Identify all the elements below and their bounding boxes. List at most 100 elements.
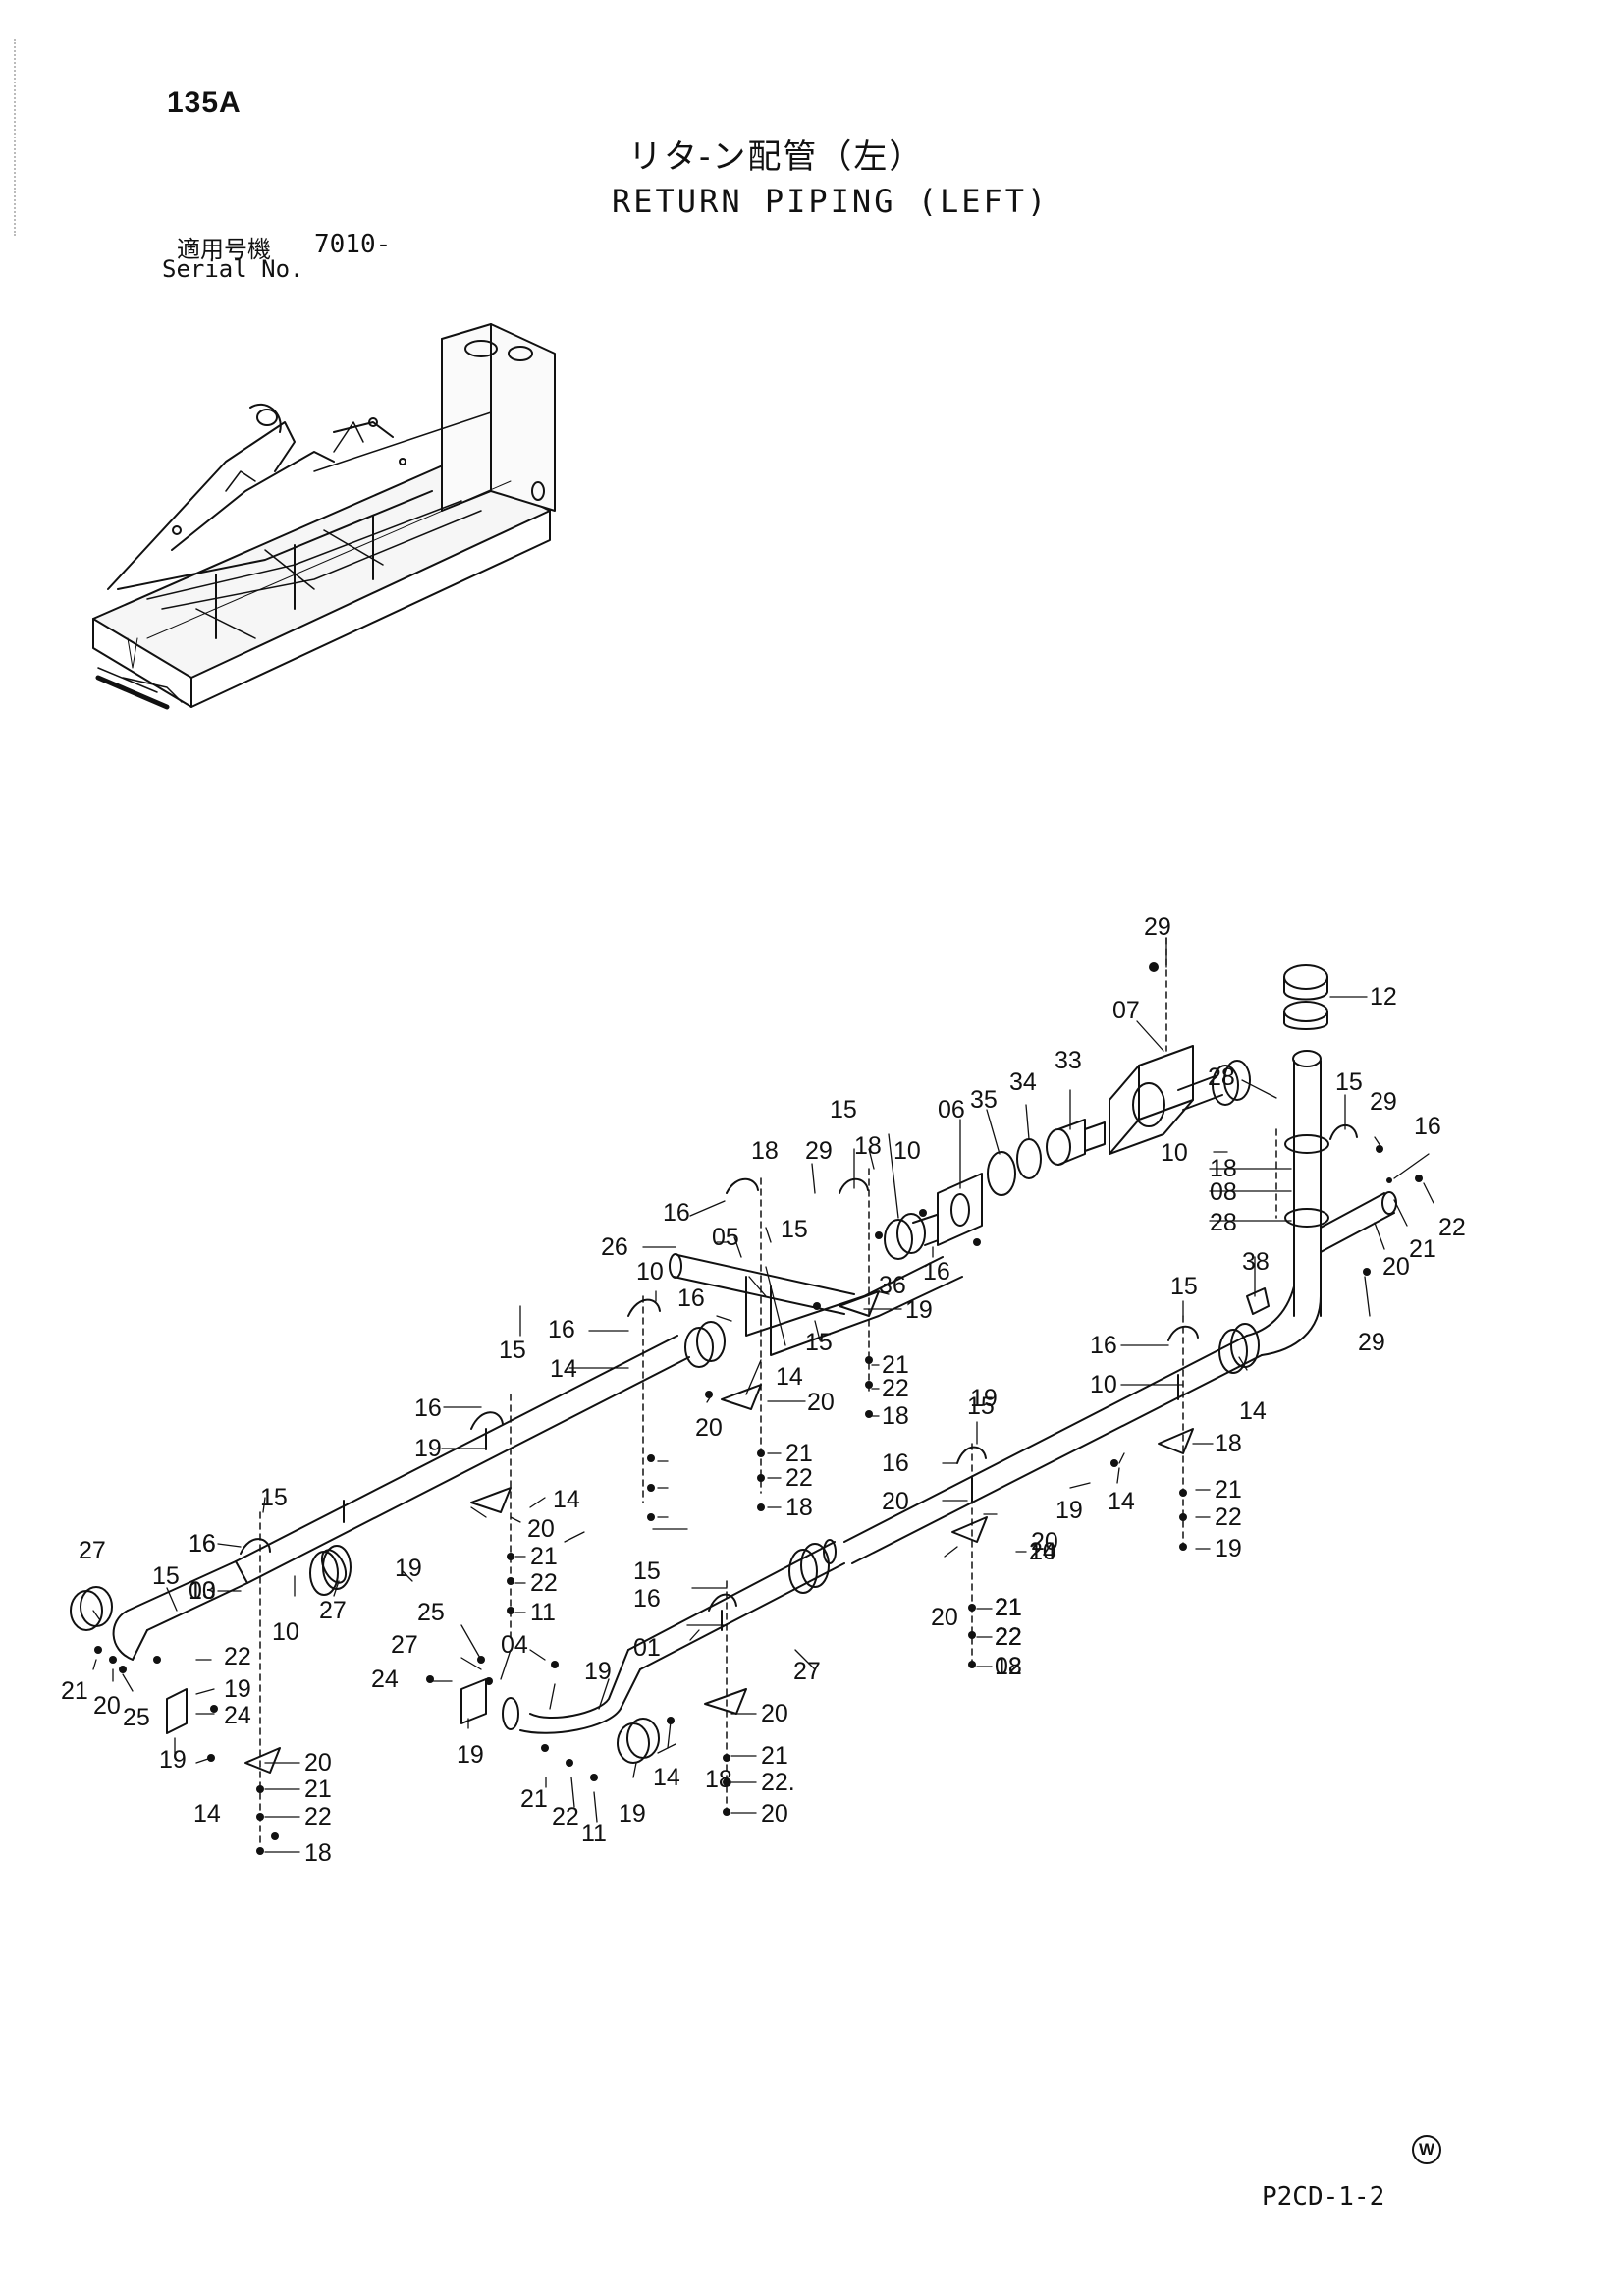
callout-16: 05 xyxy=(712,1224,739,1251)
callout-21: 22 xyxy=(304,1803,332,1831)
callout-19: 18 xyxy=(705,1766,732,1793)
callout-27: 04 xyxy=(501,1631,528,1659)
callout-20: 20 xyxy=(1382,1253,1410,1281)
callout-15: 15 xyxy=(1335,1068,1363,1096)
document-code: P2CD-1-2 xyxy=(1262,2182,1385,2212)
frame-thumbnail xyxy=(92,323,556,710)
callout-27: 15 xyxy=(152,1562,180,1590)
callout-05: 26 xyxy=(601,1233,628,1261)
callout-22: 20 xyxy=(761,1800,788,1828)
callout-18: 18 xyxy=(751,1137,779,1165)
callout-21: 22 xyxy=(552,1803,579,1831)
callout-18: 18 xyxy=(854,1132,882,1160)
callout-19: 24 xyxy=(224,1702,251,1729)
callout-02: 19 xyxy=(395,1555,422,1582)
callout-29: 29 xyxy=(1358,1329,1385,1356)
callout-15: 16 xyxy=(414,1394,442,1422)
callout-19: 20 xyxy=(1031,1528,1058,1556)
callout-21: 22 xyxy=(882,1375,909,1402)
callout-20: 25 xyxy=(123,1704,150,1731)
callout-25: 19 xyxy=(224,1675,251,1703)
callout-21: 22 xyxy=(785,1464,813,1492)
callout-22: 11 xyxy=(530,1599,556,1626)
page-title-english: RETURN PIPING (LEFT) xyxy=(612,183,1050,220)
callout-14: 19 xyxy=(905,1296,933,1324)
callout-21: 22 xyxy=(1215,1503,1242,1531)
callout-18: 15 xyxy=(1170,1273,1198,1300)
callout-22: 18 xyxy=(785,1494,813,1521)
callout-20: 21 xyxy=(304,1776,332,1803)
callout-16: 14 xyxy=(550,1355,577,1383)
callout-15: 16 xyxy=(1090,1332,1117,1359)
callout-35: 35 xyxy=(970,1086,998,1114)
callout-19: 14 xyxy=(1108,1488,1135,1515)
callout-18: 19 xyxy=(970,1385,998,1412)
callout-28: 28 xyxy=(1208,1064,1235,1091)
callout-19: 14 xyxy=(1029,1538,1056,1565)
page-title-japanese: リタ-ン配管（左） xyxy=(628,138,925,176)
callout-34: 34 xyxy=(1009,1068,1037,1096)
callout-16: 14 xyxy=(776,1363,803,1391)
callout-19: 15 xyxy=(805,1329,833,1356)
callout-27: 22 xyxy=(224,1643,251,1670)
callout-12: 12 xyxy=(1370,983,1397,1011)
callout-29: 29 xyxy=(1370,1088,1397,1116)
callout-16: 03 xyxy=(189,1577,216,1605)
callout-26: 10 xyxy=(636,1258,664,1285)
callout-10: 27 xyxy=(793,1658,821,1685)
callout-15: 15 xyxy=(781,1216,808,1243)
callout-15: 16 xyxy=(633,1585,661,1613)
callout-20: 21 xyxy=(882,1351,909,1379)
callout-18: 18 xyxy=(1210,1155,1237,1182)
serial-label-english: Serial No. xyxy=(162,255,304,283)
callout-20: 21 xyxy=(1215,1476,1242,1503)
callout-20: 21 xyxy=(761,1742,788,1770)
callout-14: 20 xyxy=(931,1604,958,1631)
callout-16: 01 xyxy=(633,1634,661,1662)
callout-14: 20 xyxy=(527,1515,555,1543)
callout-20: 21 xyxy=(995,1594,1022,1621)
callout-19: 14 xyxy=(193,1800,221,1828)
w-mark-symbol: W xyxy=(1412,2135,1441,2164)
callout-15: 16 xyxy=(189,1530,216,1558)
callout-11: 19 xyxy=(619,1800,646,1828)
callout-19: 24 xyxy=(371,1666,399,1693)
callout-22: 11 xyxy=(581,1820,607,1847)
callout-01: 19 xyxy=(1055,1497,1083,1524)
callout-20: 21 xyxy=(785,1440,813,1467)
callout-15: 16 xyxy=(663,1199,690,1227)
callout-16: 19 xyxy=(414,1435,442,1462)
callout-08: 08 xyxy=(1210,1178,1237,1206)
callout-22: 18 xyxy=(882,1402,909,1430)
callout-21: 20 xyxy=(93,1692,121,1720)
callout-19: 20 xyxy=(695,1414,723,1442)
callout-15: 16 xyxy=(882,1449,909,1477)
callout-15: 15 xyxy=(830,1096,857,1123)
callout-33: 33 xyxy=(1055,1047,1082,1074)
callout-21: 22 xyxy=(530,1569,558,1597)
callout-06: 06 xyxy=(938,1096,965,1123)
piping-assembly xyxy=(70,937,1423,1855)
callout-19: 14 xyxy=(653,1764,680,1791)
callout-20: 21 xyxy=(995,1594,1022,1621)
callout-29: 29 xyxy=(805,1137,833,1165)
callout-20: 21 xyxy=(520,1785,548,1813)
callout-21: 22. xyxy=(761,1769,795,1796)
callout-28: 28 xyxy=(1210,1209,1237,1236)
callout-14: 18 xyxy=(1215,1430,1242,1457)
callout-11: 27 xyxy=(79,1537,106,1564)
callout-22: 22 xyxy=(1438,1214,1466,1241)
callout-14: 20 xyxy=(1029,1538,1056,1565)
callout-16: 36 xyxy=(879,1272,906,1299)
scan-edge-marks xyxy=(14,39,19,236)
callout-07: 07 xyxy=(1112,997,1140,1024)
serial-number-value: 7010- xyxy=(314,230,392,259)
callout-22: 19 xyxy=(1215,1535,1242,1562)
callout-27: 25 xyxy=(417,1599,445,1626)
callout-18: 15 xyxy=(633,1558,661,1585)
callout-19: 14 xyxy=(553,1486,580,1513)
callout-16: 16 xyxy=(1414,1113,1441,1140)
serial-label-japanese: 適用号機 xyxy=(177,237,271,263)
callout-15: 16 xyxy=(189,1530,216,1558)
